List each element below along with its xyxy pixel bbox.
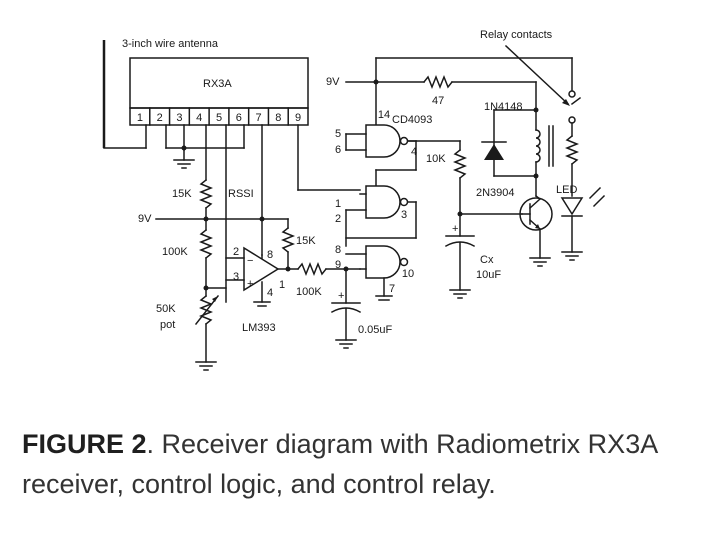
nand-gate-3: 8 9 10 7	[335, 244, 414, 301]
v9-left-rail: 9V 15K	[138, 124, 316, 269]
g-pin-6: 6	[335, 144, 341, 156]
g-pin-5: 5	[335, 128, 341, 140]
cd4093-label: CD4093	[392, 114, 432, 126]
op-pin-4: 4	[267, 287, 273, 299]
timing-network: 10K + Cx 10uF	[426, 140, 523, 299]
rx3a-pin-3: 3	[176, 112, 182, 124]
v9-top-rail: 9V 47	[326, 57, 573, 129]
receiver-schematic: 3-inch wire antenna RX3A 1 2 3 4 5 6 7 8 9 15K R…	[102, 29, 606, 371]
rx-upper-pins	[243, 124, 361, 191]
op-pin-8: 8	[267, 249, 273, 261]
rx3a-pin-5: 5	[216, 112, 222, 124]
rx3a-pin-1: 1	[137, 112, 143, 124]
antenna: 3-inch wire antenna	[102, 38, 219, 149]
g-pin-4: 4	[411, 146, 417, 158]
svg-text:−: −	[247, 255, 253, 267]
rx3a-pin-row: 1 2 3 4 5 6 7 8 9	[137, 107, 301, 126]
rc-delay: 100K + 0.05uF	[296, 261, 393, 349]
lm393-label: LM393	[242, 322, 276, 334]
g-pin-2: 2	[335, 213, 341, 225]
antenna-label: 3-inch wire antenna	[122, 38, 219, 50]
relay-driver: 1N4148 2N3904	[476, 101, 554, 267]
g-pin-10: 10	[402, 268, 414, 280]
r100k-left-label: 100K	[162, 246, 188, 258]
relay-contacts: Relay contacts LED	[480, 29, 606, 261]
pot-value-label: 50K	[156, 303, 176, 315]
g-pin-7: 7	[389, 283, 395, 295]
rx3a-module: RX3A 1 2 3 4 5 6 7 8 9	[129, 57, 309, 126]
nand-gate-2: 1 2 3	[335, 185, 417, 247]
rssi-divider: 15K RSSI 100K 50K pot	[156, 124, 254, 371]
rx3a-pin-7: 7	[255, 112, 261, 124]
svg-text:+: +	[247, 278, 253, 290]
rx3a-pin-4: 4	[196, 112, 202, 124]
figure-caption: FIGURE 2. Receiver diagram with Radiomet…	[22, 424, 702, 504]
g-pin-8: 8	[335, 244, 341, 256]
pot-label: pot	[160, 319, 175, 331]
rx-ground-net	[165, 124, 245, 169]
cx-value-label: 10uF	[476, 269, 501, 281]
lm393-comparator: − + 2 3 8 4 1 LM393	[225, 246, 299, 334]
rx3a-pin-9: 9	[295, 112, 301, 124]
caption-text: . Receiver diagram with Radiometrix RX3A…	[22, 429, 657, 499]
op-pin-1: 1	[279, 279, 285, 291]
transistor-label: 2N3904	[476, 187, 515, 199]
cx-label: Cx	[480, 254, 494, 266]
figure-number: FIGURE 2	[22, 429, 147, 459]
op-pin-2: 2	[233, 246, 239, 258]
rx3a-label: RX3A	[203, 78, 232, 90]
g-pin-14: 14	[378, 109, 390, 121]
led-label: LED	[556, 184, 577, 196]
rssi-label: RSSI	[228, 188, 254, 200]
r10k-label: 10K	[426, 153, 446, 165]
op-pin-3: 3	[233, 271, 239, 283]
rx3a-pin-8: 8	[275, 112, 281, 124]
v9-top-label: 9V	[326, 76, 340, 88]
diode-label: 1N4148	[484, 101, 523, 113]
rx3a-pin-6: 6	[236, 112, 242, 124]
svg-text:+: +	[452, 223, 458, 235]
r100k-mid-label: 100K	[296, 286, 322, 298]
r15k-left-label: 15K	[172, 188, 192, 200]
r15k-mid-label: 15K	[296, 235, 316, 247]
nand-gate-1: 14 5 6 4 CD4093	[335, 109, 461, 191]
rx3a-pin-2: 2	[157, 112, 163, 124]
g-pin-9: 9	[335, 259, 341, 271]
svg-text:+: +	[338, 290, 344, 302]
relay-contacts-label: Relay contacts	[480, 29, 553, 41]
v9-left-label: 9V	[138, 213, 152, 225]
r47-label: 47	[432, 95, 444, 107]
c005-label: 0.05uF	[358, 324, 393, 336]
g-pin-3: 3	[401, 209, 407, 221]
g-pin-1: 1	[335, 198, 341, 210]
